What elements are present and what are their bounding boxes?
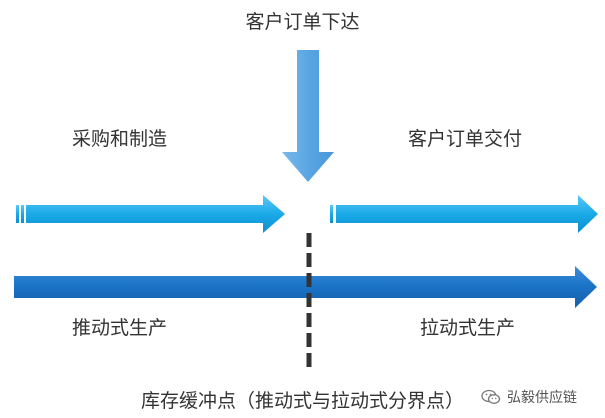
pull-production-label: 拉动式生产	[420, 317, 516, 339]
right-process-arrow	[330, 195, 598, 233]
buffer-point-label: 库存缓冲点（推动式与拉动式分界点）	[140, 390, 464, 412]
watermark-text: 弘毅供应链	[507, 390, 577, 406]
push-production-label: 推动式生产	[72, 317, 168, 339]
order-issued-label: 客户订单下达	[245, 11, 360, 33]
wechat-icon	[481, 389, 501, 404]
watermark: 弘毅供应链	[478, 386, 580, 408]
production-flow-arrow	[14, 266, 597, 308]
order-delivery-label: 客户订单交付	[408, 128, 523, 150]
purchase-manufacturing-label: 采购和制造	[72, 128, 168, 150]
left-process-arrow	[16, 195, 285, 233]
down-arrow	[282, 50, 334, 182]
